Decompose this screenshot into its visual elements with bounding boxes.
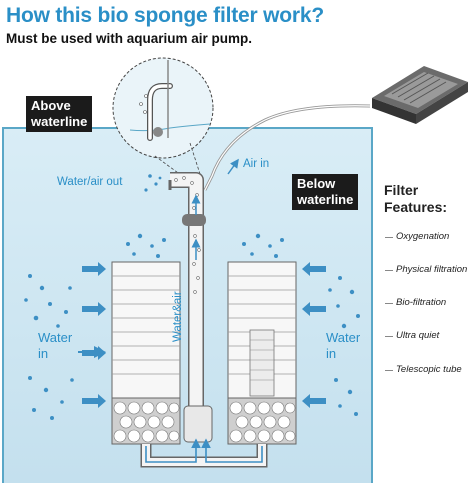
below-waterline-label: Below waterline xyxy=(292,174,359,210)
page-subtitle: Must be used with aquarium air pump. xyxy=(6,31,253,46)
feature-item: Oxygenation xyxy=(396,231,450,242)
water-air-label: Water&air xyxy=(172,291,184,342)
water-air-out-label: Water/air out xyxy=(57,176,123,188)
air-in-label: Air in xyxy=(243,158,270,170)
below-waterline-line1: Below xyxy=(297,176,336,191)
water-in-left-line2: in xyxy=(38,346,49,361)
sponge-left-icon xyxy=(111,261,181,445)
features-title: Filter Features: xyxy=(384,182,447,216)
feature-divider xyxy=(385,303,393,304)
above-waterline-line2: waterline xyxy=(31,114,88,129)
feature-divider xyxy=(385,336,393,337)
feature-divider xyxy=(385,237,393,238)
feature-item: Ultra quiet xyxy=(396,330,440,341)
air-pump-icon xyxy=(372,66,468,124)
water-in-right-label: Water in xyxy=(326,330,360,362)
features-title-line1: Filter xyxy=(384,182,419,198)
water-droplets xyxy=(24,174,360,420)
features-title-line2: Features: xyxy=(384,199,448,215)
water-in-right-line2: in xyxy=(326,346,337,361)
water-in-left-label: Water in xyxy=(38,330,72,362)
water-in-right-line1: Water xyxy=(326,330,361,345)
sponge-right-icon xyxy=(227,261,297,445)
magnifier-icon xyxy=(112,57,214,159)
page-title: How this bio sponge filter work? xyxy=(6,4,324,27)
feature-divider xyxy=(385,370,393,371)
below-waterline-line2: waterline xyxy=(297,192,354,207)
above-waterline-label: Above waterline xyxy=(26,96,93,132)
feature-item: Telescopic tube xyxy=(396,364,462,375)
lift-tube-icon xyxy=(168,172,213,443)
feature-item: Bio-filtration xyxy=(396,297,447,308)
water-in-left-line1: Water xyxy=(38,330,73,345)
above-waterline-line1: Above xyxy=(31,98,71,113)
feature-divider xyxy=(385,270,393,271)
feature-item: Physical filtration xyxy=(396,264,468,275)
